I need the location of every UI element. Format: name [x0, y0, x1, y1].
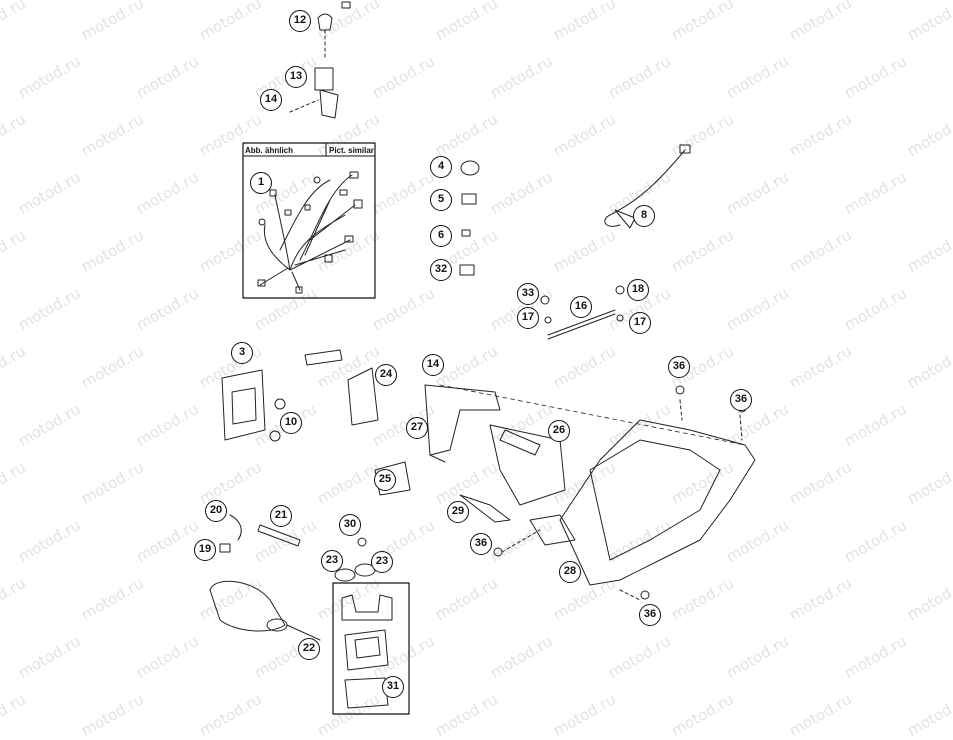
callout-36[interactable]: 36: [639, 604, 661, 626]
callout-29[interactable]: 29: [447, 501, 469, 523]
callout-27[interactable]: 27: [406, 417, 428, 439]
callout-23[interactable]: 23: [371, 551, 393, 573]
callout-31[interactable]: 31: [382, 676, 404, 698]
sensor-cable: [604, 144, 691, 229]
diagram-drawing: [209, 1, 756, 715]
clip-29: [459, 494, 541, 557]
callout-33[interactable]: 33: [517, 283, 539, 305]
callout-14[interactable]: 14: [422, 354, 444, 376]
bolt-16: [540, 285, 625, 340]
callout-36[interactable]: 36: [730, 389, 752, 411]
callout-17[interactable]: 17: [629, 312, 651, 334]
plug-parts: [219, 514, 301, 553]
callout-13[interactable]: 13: [285, 66, 307, 88]
callout-36[interactable]: 36: [668, 356, 690, 378]
harness-inset: [242, 142, 376, 299]
callout-6[interactable]: 6: [430, 225, 452, 247]
callout-16[interactable]: 16: [570, 296, 592, 318]
callout-3[interactable]: 3: [231, 342, 253, 364]
callout-1[interactable]: 1: [250, 172, 272, 194]
callout-21[interactable]: 21: [270, 505, 292, 527]
callout-12[interactable]: 12: [289, 10, 311, 32]
callout-23[interactable]: 23: [321, 550, 343, 572]
inset-header-right: Pict. similar: [329, 146, 374, 155]
callout-36[interactable]: 36: [470, 533, 492, 555]
callout-4[interactable]: 4: [430, 156, 452, 178]
callout-28[interactable]: 28: [559, 561, 581, 583]
small-parts-column: [459, 160, 480, 276]
fuse-box-inset: [332, 582, 410, 715]
callout-32[interactable]: 32: [430, 259, 452, 281]
cover-24: [347, 367, 379, 426]
callout-20[interactable]: 20: [205, 500, 227, 522]
callout-25[interactable]: 25: [374, 469, 396, 491]
callout-8[interactable]: 8: [633, 205, 655, 227]
callout-18[interactable]: 18: [627, 279, 649, 301]
callout-24[interactable]: 24: [375, 364, 397, 386]
bracket-27: [424, 384, 501, 463]
relay-assembly: [289, 1, 351, 119]
callout-14[interactable]: 14: [260, 89, 282, 111]
battery-box-26: [489, 424, 566, 506]
callout-19[interactable]: 19: [194, 539, 216, 561]
callout-17[interactable]: 17: [517, 307, 539, 329]
starter-motor: [209, 580, 321, 641]
callout-10[interactable]: 10: [280, 412, 302, 434]
callout-22[interactable]: 22: [298, 638, 320, 660]
control-unit: [221, 349, 343, 442]
callout-30[interactable]: 30: [339, 514, 361, 536]
callout-5[interactable]: 5: [430, 189, 452, 211]
inset-header-left: Abb. ähnlich: [245, 146, 293, 155]
callout-26[interactable]: 26: [548, 420, 570, 442]
